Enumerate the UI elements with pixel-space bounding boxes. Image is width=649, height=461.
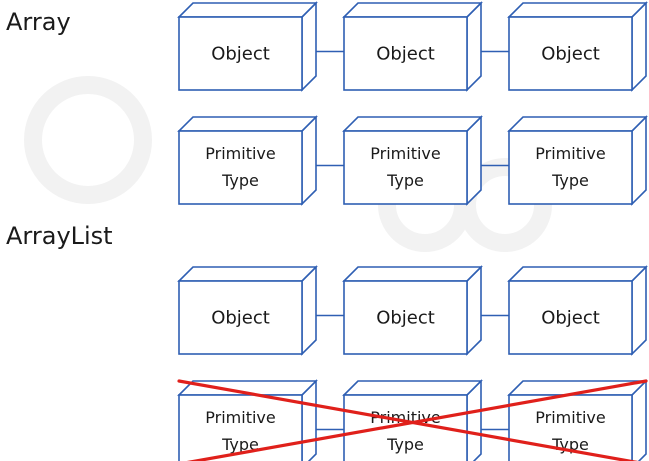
- box-top-face: [342, 266, 483, 282]
- box-label: Object: [541, 308, 600, 329]
- box-front-face: [508, 16, 633, 91]
- box-object: Object: [507, 265, 648, 356]
- cross-out-line: [186, 379, 648, 461]
- box-side-face: [466, 1, 482, 92]
- box-object: Object: [342, 265, 483, 356]
- box-side-face: [466, 265, 482, 356]
- box-front-face: [178, 130, 303, 205]
- box-label-line: Primitive: [535, 408, 605, 427]
- box-row-1-0: Object Object Object: [177, 265, 648, 356]
- box-side-face: [631, 115, 647, 206]
- box-label-line: Primitive: [535, 144, 605, 163]
- box-top-face: [177, 266, 318, 282]
- box-label-line: Primitive: [370, 144, 440, 163]
- box-label: Object: [541, 44, 600, 65]
- section-title-arraylist: ArrayList: [6, 222, 113, 250]
- box-side-face: [301, 115, 317, 206]
- box-front-face: [178, 16, 303, 91]
- box-front-face: [343, 280, 468, 355]
- box-label: Object: [376, 44, 435, 65]
- box-object: Object: [507, 1, 648, 92]
- box-label-line: Type: [551, 171, 589, 190]
- box-top-face: [342, 380, 483, 396]
- box-top-face: [342, 116, 483, 132]
- box-object: Object: [177, 1, 318, 92]
- section-title-array: Array: [6, 8, 71, 36]
- box-label: Object: [211, 44, 270, 65]
- box-label-line: Type: [386, 435, 424, 454]
- box-side-face: [631, 1, 647, 92]
- box-side-face: [631, 265, 647, 356]
- box-front-face: [343, 16, 468, 91]
- box-label-line: Type: [221, 171, 259, 190]
- box-object: Object: [177, 265, 318, 356]
- box-top-face: [342, 2, 483, 18]
- box-label: Object: [376, 308, 435, 329]
- box-side-face: [301, 1, 317, 92]
- box-front-face: [508, 130, 633, 205]
- box-top-face: [507, 116, 648, 132]
- box-front-face: [178, 394, 303, 461]
- box-side-face: [301, 265, 317, 356]
- box-label-line: Primitive: [205, 144, 275, 163]
- box-label: Object: [211, 308, 270, 329]
- box-label-line: Type: [386, 171, 424, 190]
- box-label-line: Primitive: [205, 408, 275, 427]
- box-label-line: Type: [221, 435, 259, 454]
- box-top-face: [177, 2, 318, 18]
- box-row-0-0: Object Object Object: [177, 1, 648, 92]
- box-front-face: [178, 280, 303, 355]
- box-side-face: [466, 115, 482, 206]
- box-top-face: [177, 116, 318, 132]
- box-front-face: [508, 280, 633, 355]
- box-label-line: Primitive: [370, 408, 440, 427]
- box-object: Object: [342, 1, 483, 92]
- box-front-face: [343, 130, 468, 205]
- box-top-face: [507, 266, 648, 282]
- box-top-face: [507, 2, 648, 18]
